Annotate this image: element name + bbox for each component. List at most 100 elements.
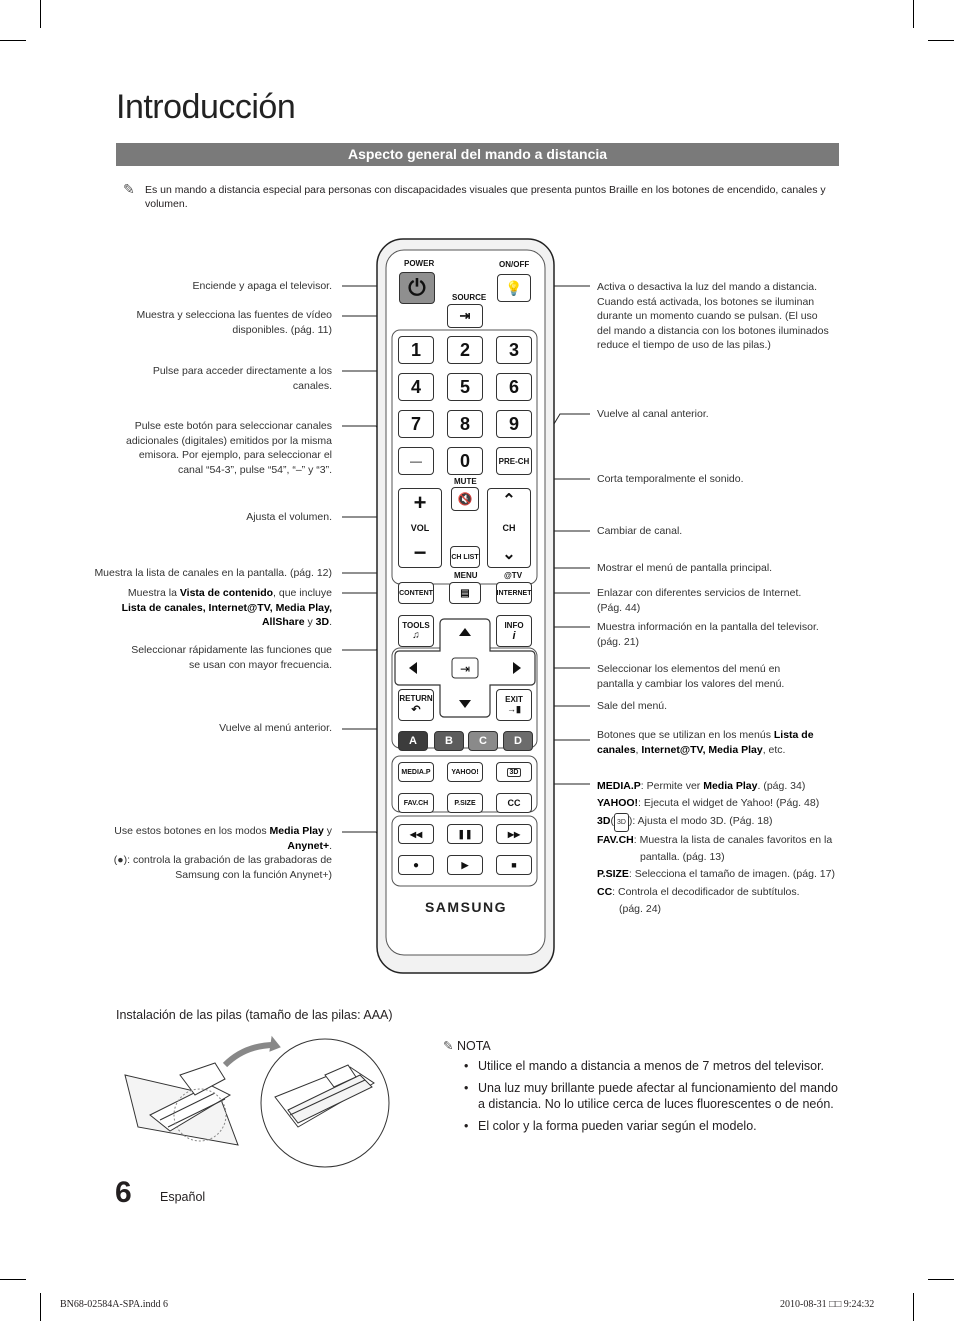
3d-icon: 3D xyxy=(506,767,522,777)
speaker-mute-icon: 🔇 xyxy=(457,492,473,506)
color-button-c[interactable]: C xyxy=(468,731,498,751)
color-button-b[interactable]: B xyxy=(434,731,464,751)
rewind-icon: ◀◀ xyxy=(409,829,423,839)
onoff-button[interactable]: 💡 xyxy=(497,274,531,302)
label-power: Enciende y apaga el televisor. xyxy=(192,280,332,292)
return-arrow-icon: ↶ xyxy=(411,704,421,716)
samsung-logo: SAMSUNG xyxy=(424,899,508,915)
content-button[interactable]: CONTENT xyxy=(398,582,434,604)
return-button[interactable]: RETURN ↶ xyxy=(398,689,434,721)
color-b-label: B xyxy=(445,735,453,747)
digit-0-button[interactable]: 0 xyxy=(447,447,483,475)
label-function-keys: MEDIA.P: Permite ver Media Play. (pág. 3… xyxy=(597,780,835,916)
footer-file: BN68-02584A-SPA.indd 6 xyxy=(60,1299,168,1310)
remote-power-label: POWER xyxy=(404,259,435,268)
battery-illustration xyxy=(124,1035,390,1168)
digit-8-button[interactable]: 8 xyxy=(447,410,483,438)
label-numbers: Pulse para acceder directamente a los ca… xyxy=(152,365,332,392)
label-info: Muestra información en la pantalla del t… xyxy=(597,621,819,648)
color-button-d[interactable]: D xyxy=(503,731,533,751)
menu-icon: ▤ xyxy=(460,587,470,599)
color-d-label: D xyxy=(514,735,522,747)
pause-button[interactable]: ❚❚ xyxy=(447,824,483,844)
plus-icon: + xyxy=(413,490,427,515)
fastforward-button[interactable]: ▶▶ xyxy=(496,824,532,844)
3d-icon: 3D xyxy=(613,812,629,832)
chevron-up-icon: ⌃ xyxy=(502,492,516,509)
pencil-icon: ✎ xyxy=(443,1039,454,1053)
prech-button[interactable]: PRE-CH xyxy=(496,447,532,475)
play-icon: ▶ xyxy=(461,859,469,870)
remote-onoff-label: ON/OFF xyxy=(499,260,530,269)
label-source: Muestra y selecciona las fuentes de víde… xyxy=(136,309,332,336)
digit-6-button[interactable]: 6 xyxy=(496,373,532,401)
label-content: Muestra la Vista de contenido, que inclu… xyxy=(121,587,332,628)
volume-rocker[interactable]: + VOL − xyxy=(398,488,442,568)
yahoo-button[interactable]: YAHOO! xyxy=(447,762,483,782)
info-icon: i xyxy=(512,629,516,642)
chlist-button[interactable]: CH LIST xyxy=(450,546,480,568)
label-return: Vuelve al menú anterior. xyxy=(219,722,332,734)
label-dash: Pulse este botón para seleccionar canale… xyxy=(125,420,332,476)
dash-button[interactable]: — xyxy=(398,447,434,475)
list-item: Una luz muy brillante puede afectar al f… xyxy=(462,1080,842,1112)
internet-button[interactable]: INTERNET xyxy=(496,582,532,604)
tools-button[interactable]: TOOLS ♫ xyxy=(398,615,434,647)
navigation-pad[interactable]: ⇥ xyxy=(393,617,537,719)
crop-mark xyxy=(928,40,954,41)
record-icon: ● xyxy=(412,859,420,871)
color-c-label: C xyxy=(479,735,487,747)
crop-mark xyxy=(913,0,914,28)
label-tools: Seleccionar rápidamente las funciones qu… xyxy=(131,644,332,671)
channel-rocker[interactable]: ⌃ CH ⌄ xyxy=(487,488,531,568)
nota-heading: ✎ NOTA xyxy=(443,1039,491,1053)
exit-label: EXIT xyxy=(505,695,523,704)
minus-icon: − xyxy=(413,540,427,565)
exit-icon: →▮ xyxy=(507,704,521,714)
power-button[interactable]: ⏻ xyxy=(399,272,435,304)
digit-1-button[interactable]: 1 xyxy=(398,336,434,364)
play-button[interactable]: ▶ xyxy=(447,855,483,875)
nota-list: Utilice el mando a distancia a menos de … xyxy=(462,1058,842,1140)
pencil-icon: ✎ xyxy=(123,181,135,197)
color-button-a[interactable]: A xyxy=(398,731,428,751)
label-exit: Sale del menú. xyxy=(597,700,668,712)
label-color: Botones que se utilizan en los menús Lis… xyxy=(597,729,814,756)
3d-button[interactable]: 3D xyxy=(496,762,532,782)
page-number: 6 xyxy=(115,1176,132,1209)
digit-5-button[interactable]: 5 xyxy=(447,373,483,401)
power-icon: ⏻ xyxy=(408,275,426,300)
exit-button[interactable]: EXIT →▮ xyxy=(496,689,532,721)
source-button[interactable]: ⇥ xyxy=(447,304,483,328)
crop-mark xyxy=(913,1293,914,1321)
info-button[interactable]: INFO i xyxy=(496,615,532,647)
digit-7-button[interactable]: 7 xyxy=(398,410,434,438)
remote-mute-label: MUTE xyxy=(454,477,477,486)
label-volume: Ajusta el volumen. xyxy=(246,511,332,523)
digit-2-button[interactable]: 2 xyxy=(447,336,483,364)
crop-mark xyxy=(0,40,26,41)
lightbulb-icon: 💡 xyxy=(505,279,523,296)
digit-3-button[interactable]: 3 xyxy=(496,336,532,364)
menu-button[interactable]: ▤ xyxy=(449,582,481,604)
tools-label: TOOLS xyxy=(402,621,430,630)
crop-mark xyxy=(928,1279,954,1280)
vol-label: VOL xyxy=(410,523,430,533)
chevron-down-icon: ⌄ xyxy=(502,546,516,563)
fastforward-icon: ▶▶ xyxy=(507,829,521,839)
psize-button[interactable]: P.SIZE xyxy=(447,793,483,813)
cc-button[interactable]: CC xyxy=(496,793,532,813)
info-label: INFO xyxy=(504,620,524,630)
digit-9-button[interactable]: 9 xyxy=(496,410,532,438)
source-icon: ⇥ xyxy=(459,308,471,323)
record-button[interactable]: ● xyxy=(398,855,434,875)
favch-button[interactable]: FAV.CH xyxy=(398,793,434,813)
color-a-label: A xyxy=(409,735,417,747)
stop-button[interactable]: ■ xyxy=(496,855,532,875)
label-media: Use estos botones en los modos Media Pla… xyxy=(113,825,332,881)
mute-button[interactable]: 🔇 xyxy=(451,487,479,511)
rewind-button[interactable]: ◀◀ xyxy=(398,824,434,844)
return-label: RETURN xyxy=(399,694,433,703)
mediap-button[interactable]: MEDIA.P xyxy=(398,762,434,782)
digit-4-button[interactable]: 4 xyxy=(398,373,434,401)
